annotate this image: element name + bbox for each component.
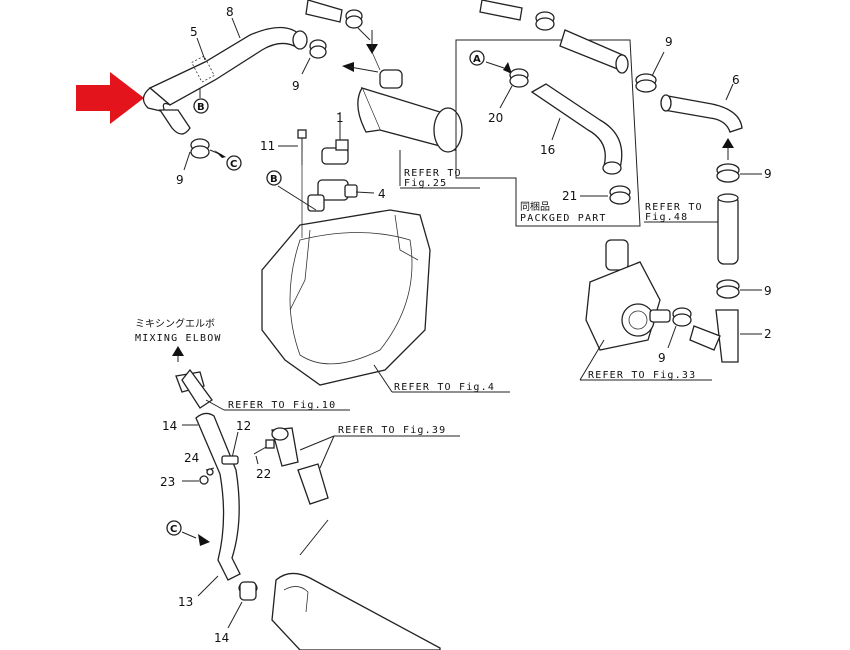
pipe-fig48 xyxy=(717,193,739,265)
circle-label-a: A xyxy=(473,54,481,65)
callout-6: 6 xyxy=(732,73,740,87)
callout-5: 5 xyxy=(190,25,198,39)
callout-23: 23 xyxy=(160,475,175,489)
fitting-1 xyxy=(321,139,349,165)
mixing-elbow-jp: ミキシングエルボ xyxy=(135,317,215,330)
ref-fig33: REFER TO Fig.33 xyxy=(588,370,696,381)
circle-label-b-engine: B xyxy=(270,174,278,185)
callout-9-pump: 9 xyxy=(658,351,666,365)
callout-20: 20 xyxy=(488,111,503,125)
circle-label-c-top: C xyxy=(230,159,237,170)
water-pump xyxy=(585,239,671,351)
callout-16: 16 xyxy=(540,143,555,157)
ref-fig48-line2: Fig.48 xyxy=(645,212,688,223)
callout-11: 11 xyxy=(260,139,275,153)
callout-9-upper-right: 9 xyxy=(665,35,673,49)
clamp-14-bottom xyxy=(238,581,258,601)
highlight-arrow xyxy=(76,72,144,124)
mixing-elbow xyxy=(175,368,213,409)
callout-9-right-2: 9 xyxy=(764,284,772,298)
callout-9-top: 9 xyxy=(292,79,300,93)
callout-9-right-1: 9 xyxy=(764,167,772,181)
ref-fig25-line1: REFER TO xyxy=(404,168,462,179)
ref-fig39: REFER TO Fig.39 xyxy=(338,425,446,436)
callout-24: 24 xyxy=(184,451,199,465)
circle-label-b: B xyxy=(197,102,205,113)
packaged-jp-label: 同梱品 xyxy=(520,200,550,213)
part-22 xyxy=(253,439,275,455)
mixing-elbow-en: MIXING ELBOW xyxy=(135,333,222,344)
hose-13 xyxy=(195,412,241,581)
callout-4: 4 xyxy=(378,187,386,201)
callout-2: 2 xyxy=(764,327,772,341)
fitting-4 xyxy=(307,179,358,212)
hose-2 xyxy=(689,309,739,363)
clamp-9-top xyxy=(309,39,327,59)
clamp-9-left xyxy=(190,138,210,159)
packaged-parts-box: A 20 16 21 同梱品 PACKGED PART xyxy=(455,39,641,227)
callout-21: 21 xyxy=(562,189,577,203)
callout-9-left: 9 xyxy=(176,173,184,187)
heat-exchanger xyxy=(357,69,463,153)
callout-8: 8 xyxy=(226,5,234,19)
packaged-en-label: PACKGED PART xyxy=(520,213,607,224)
ref-fig25-line2: Fig.25 xyxy=(404,178,447,189)
callout-12: 12 xyxy=(236,419,251,433)
muffler xyxy=(271,519,441,650)
ref-fig48-line1: REFER TO xyxy=(645,202,703,213)
callout-1: 1 xyxy=(336,111,344,125)
callout-22: 22 xyxy=(256,467,271,481)
circle-label-c-bottom: C xyxy=(170,524,177,535)
ref-fig10: REFER TO Fig.10 xyxy=(228,400,336,411)
bell-housing xyxy=(261,209,431,386)
callout-13: 13 xyxy=(178,595,193,609)
callout-14-top: 14 xyxy=(162,419,177,433)
fig39-fittings xyxy=(271,427,329,505)
ref-fig4: REFER TO Fig.4 xyxy=(394,382,495,393)
callout-14-bottom: 14 xyxy=(214,631,229,645)
hose-6 xyxy=(660,94,743,133)
hose-8 xyxy=(142,26,308,135)
